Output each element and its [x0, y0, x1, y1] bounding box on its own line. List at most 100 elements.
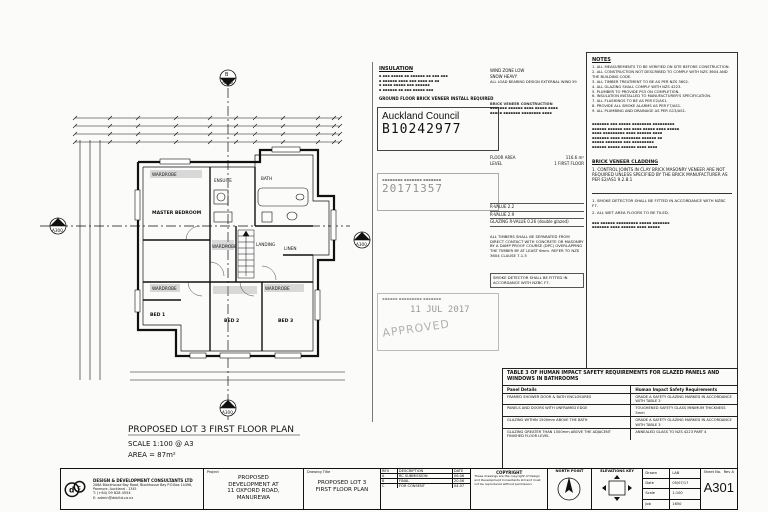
level-value: 1 FIRST FLOOR — [554, 161, 584, 167]
general-note: 3. ALL TIMBER TREATMENT TO BE AS PER NZS… — [592, 79, 689, 84]
room-bed-1: BED 1 — [150, 312, 165, 318]
smoke-note: SMOKE DETECTOR SHALL BE FITTED IN ACCORD… — [490, 272, 584, 289]
table-row: A RC SUBMISSION 06.06 — [380, 474, 471, 479]
dimension-tick — [331, 115, 337, 121]
general-note: 4. ALL GLAZING SHALL COMPLY WITH NZS 422… — [592, 84, 682, 89]
dimension-tick — [233, 115, 239, 121]
dimension-tick — [207, 123, 213, 129]
general-note: 5. PLUMBER TO PROVIDE PS3 ON COMPLETION. — [592, 89, 680, 94]
project-label: Project — [206, 470, 219, 474]
room-bed-3: BED 3 — [278, 318, 293, 324]
safety-cell: GRADE A SAFETY GLAZING MARKED IN ACCORDA… — [635, 394, 732, 403]
room-bath: BATH — [261, 176, 272, 181]
exterior-walls — [136, 148, 336, 358]
dimension-tick — [337, 115, 343, 121]
table-row: PANELS AND DOORS WITH UNFRAMED EDGE TOUG… — [503, 405, 737, 418]
general-note: 1. ALL MEASUREMENTS TO BE VERIFIED ON SI… — [592, 65, 730, 69]
table-row: GLAZING WITHIN 1500mm ABOVE THE BATH GRA… — [503, 417, 737, 430]
level-label: LEVEL — [490, 161, 503, 167]
table-row: GLAZING GREATER THAN 1500mm ABOVE THE AD… — [503, 429, 737, 440]
company-email: E: admin@ddcltd.co.nz — [93, 495, 134, 500]
dimension-tick — [280, 123, 286, 129]
copyright-cell: COPYRIGHT These drawings are the copyrig… — [471, 469, 549, 509]
dimension-tick — [173, 131, 179, 137]
copyright-heading: COPYRIGHT — [496, 470, 523, 475]
dimension-tick — [337, 123, 343, 129]
room-wardrobe-4: WARDROBE — [265, 286, 290, 291]
smoke-line-2: 2. ALL WET AREA FLOORS TO BE TILED. — [592, 209, 670, 215]
general-notes-heading: NOTES — [592, 57, 611, 63]
drawing-title: PROPOSED LOT 3 FIRST FLOOR PLAN — [307, 480, 377, 494]
date-col: DATE — [453, 469, 464, 473]
dimension-tick — [331, 123, 337, 129]
dimension-tick — [331, 131, 337, 137]
section-ref-b-bottom: A300 — [222, 410, 233, 415]
wardrobe-shading — [150, 170, 304, 294]
general-note: 2. ALL CONSTRUCTION NOT DESCRIBED TO COM… — [592, 69, 728, 79]
dimension-tick — [315, 115, 321, 121]
dimension-tick — [252, 131, 258, 137]
safety-cell: GLAZING GREATER THAN 1500mm ABOVE THE AD… — [503, 429, 632, 440]
revision-header-row: REV DESCRIPTION DATE — [380, 469, 471, 474]
north-point-label: NORTH POINT — [555, 469, 584, 473]
info-value: 1:100 — [672, 491, 683, 496]
safety-table: TABLE 3 OF HUMAN IMPACT SAFETY REQUIREME… — [502, 368, 738, 470]
company-address: 206A Blockhouse Bay Road, Blockhouse Bay… — [93, 482, 193, 491]
timber-note: ALL TIMBERS SHALL BE SEPARATED FROM DIRE… — [490, 233, 584, 258]
title-block: d c DESIGN & DEVELOPMENT CONSULTANTS LTD… — [60, 468, 738, 510]
interior-walls — [143, 167, 313, 351]
council-stamp: Auckland Council B10242977 — [377, 107, 499, 152]
brick-veneer-note: 1. CONTROL JOINTS IN CLAY BRICK MASONRY … — [592, 166, 728, 183]
notes-column-middle: INSULATION ▪ ▪▪▪ ▪▪▪▪▪ ▪▪ ▪▪▪▪▪▪ ▪▪ ▪▪▪ … — [372, 62, 503, 422]
brick-heading: BRICK VENEER CONSTRUCTION — [490, 102, 553, 106]
dimension-tick — [173, 115, 179, 121]
bath-fixtures — [213, 187, 309, 223]
brick-veneer-heading: BRICK VENEER CLADDING — [592, 159, 659, 165]
dimension-tick — [135, 139, 141, 145]
glazing-value: GLAZING R-VALUE 0.26 (double glazed) — [490, 219, 584, 227]
council-number: B10242977 — [382, 122, 462, 138]
approval-stamp-number: 20171357 — [382, 182, 443, 196]
info-label: Drawn — [643, 469, 671, 479]
safety-cell: GRADE A SAFETY GLAZING MARKED IN ACCORDA… — [635, 418, 732, 427]
notes-column-center: WIND ZONE LOW SNOW HEAVY ALL LOAD BEARIN… — [488, 62, 586, 362]
smoke-section: 1. SMOKE DETECTOR SHALL BE FITTED IN ACC… — [592, 192, 732, 230]
smoke-filler: ▪▪▪ ▪▪▪▪▪▪ ▪▪▪▪▪▪▪▪▪ ▪▪▪▪▪ ▪▪▪▪▪▪▪ ▪▪▪▪▪… — [592, 220, 670, 230]
project-cell: Project PROPOSED DEVELOPMENT AT 11 OXFOR… — [204, 469, 305, 509]
dimension-tick — [207, 139, 213, 145]
svg-text:c: c — [77, 485, 81, 492]
rev-cell: B — [381, 479, 398, 483]
date-stamp-approved: APPROVED — [381, 317, 451, 341]
room-bed-2: BED 2 — [224, 318, 239, 324]
section-mark-b-top: B — [225, 72, 229, 78]
info-table: Drawn LAB Date 05/07/17 Scale 1:100 Job … — [643, 469, 701, 509]
room-wardrobe-3: WARDROBE — [152, 286, 177, 291]
door-swings — [185, 225, 277, 297]
section-ref-a-right: A300 — [356, 242, 367, 247]
floor-area-value: 116.6 m² — [565, 155, 584, 161]
dimension-tick — [252, 139, 258, 145]
safety-cell: ANNEALED GLASS TO NZS 4223 PART 4 — [635, 430, 707, 435]
insulation-heading: INSULATION — [379, 66, 414, 72]
room-wardrobe-2: WARDROBE — [212, 244, 237, 249]
table-row: Drawn LAB — [643, 469, 700, 480]
rev-cell: C — [381, 484, 398, 488]
general-notes-list: 1. ALL MEASUREMENTS TO BE VERIFIED ON SI… — [592, 65, 732, 114]
section-ref-b-top: A300 — [222, 80, 233, 85]
general-note: 8. PROVIDE ALL SMOKE ALARMS AS PER F7/AS… — [592, 104, 682, 109]
brick-notes-filler: BRICK VENEER CONSTRUCTION ▪▪▪▪▪▪▪ ▪▪▪▪▪▪… — [490, 102, 584, 115]
wind-zone: WIND ZONE LOW — [490, 68, 525, 73]
dimension-tick — [252, 123, 258, 129]
filler-notes: ▪▪▪▪▪▪▪ ▪▪▪ ▪▪▪▪▪ ▪▪▪▪▪▪▪▪ ▪▪▪▪▪▪▪▪▪ ▪▪▪… — [592, 122, 680, 150]
date-cell: 06.06 — [453, 474, 465, 478]
project-line: 11 OXFORD ROAD, — [227, 488, 280, 495]
section-line-b: B A300 B A300 — [219, 69, 237, 420]
rev-current-label: Rev — [723, 470, 731, 474]
exterior-walls-inner — [142, 154, 330, 352]
description-cell: RC SUBMISSION — [398, 474, 453, 478]
room-master-bedroom: MASTER BEDROOM — [152, 210, 202, 216]
info-label: Date — [643, 479, 671, 489]
dimension-tick — [173, 139, 179, 145]
